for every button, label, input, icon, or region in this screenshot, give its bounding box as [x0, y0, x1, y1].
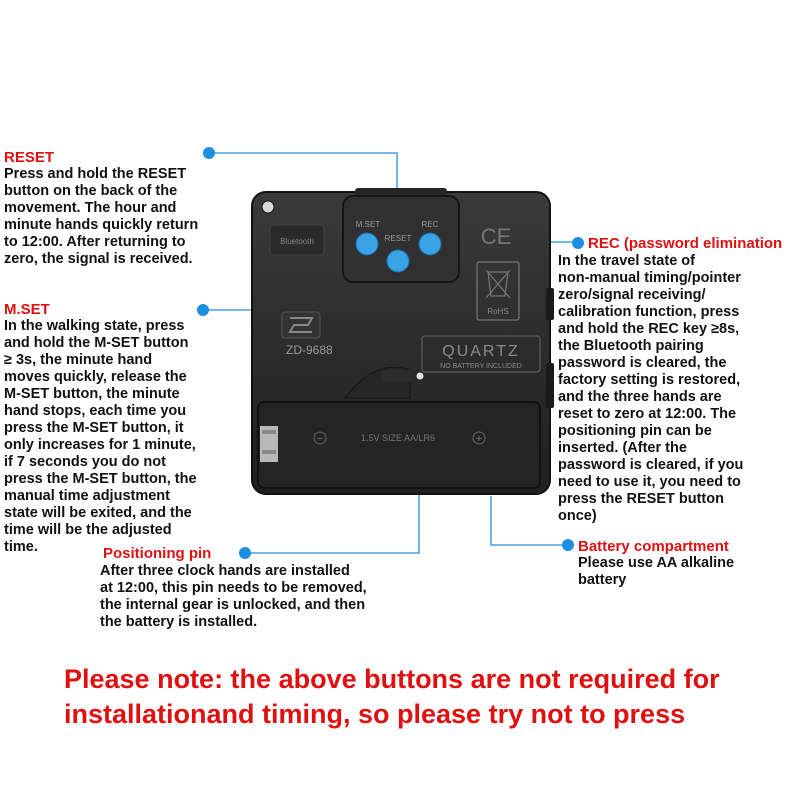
- button-panel: [342, 195, 460, 283]
- reset-button[interactable]: [386, 249, 410, 273]
- quartz-sublabel: NO BATTERY INCLUDED: [440, 363, 522, 370]
- pin-body: After three clock hands are installed at…: [100, 563, 367, 630]
- pin-title: Positioning pin: [103, 545, 212, 562]
- clock-movement: Bluetooth M.SET RESET REC CE RoHS ZD-968…: [251, 188, 554, 495]
- quartz-label: QUARTZ: [442, 343, 519, 360]
- battery-spec: 1.5V SIZE AA/LR6: [361, 433, 435, 443]
- battery-callout-dot: [562, 539, 574, 551]
- warning-note: Please note: the above buttons are not r…: [64, 664, 720, 729]
- rec-title: REC (password elimination: [588, 235, 783, 252]
- model-number: ZD-9688: [286, 343, 333, 357]
- battery-compartment: [257, 401, 541, 489]
- mset-body: In the walking state, press and hold the…: [4, 318, 197, 555]
- bin-icon: [487, 271, 509, 297]
- reset-title: RESET: [4, 149, 55, 166]
- ce-mark: CE: [481, 224, 512, 249]
- mset-title: M.SET: [4, 301, 50, 318]
- reset-callout-dot: [203, 147, 215, 159]
- rec-engraving: REC: [422, 220, 439, 229]
- rohs-label: RoHS: [487, 307, 508, 316]
- mset-button[interactable]: [355, 232, 379, 256]
- svg-text:−: −: [317, 433, 323, 445]
- screw-hole: [261, 200, 275, 214]
- pin-callout-dot: [239, 547, 251, 559]
- mset-engraving: M.SET: [356, 220, 381, 229]
- positioning-pin[interactable]: [416, 372, 424, 380]
- reset-body: Press and hold the RESET button on the b…: [4, 166, 199, 267]
- bluetooth-label: Bluetooth: [280, 237, 314, 246]
- svg-text:+: +: [476, 433, 482, 445]
- rec-button[interactable]: [418, 232, 442, 256]
- rec-body: In the travel state of non-manual timing…: [558, 253, 744, 524]
- mset-callout-dot: [197, 304, 209, 316]
- rohs-box: [476, 261, 520, 321]
- reset-engraving: RESET: [385, 234, 412, 243]
- battery-body: Please use AA alkaline battery: [578, 555, 735, 588]
- battery-callout-line: [490, 496, 568, 546]
- quartz-plate: [421, 335, 541, 373]
- battery-title: Battery compartment: [578, 538, 729, 555]
- rec-callout-dot: [572, 237, 584, 249]
